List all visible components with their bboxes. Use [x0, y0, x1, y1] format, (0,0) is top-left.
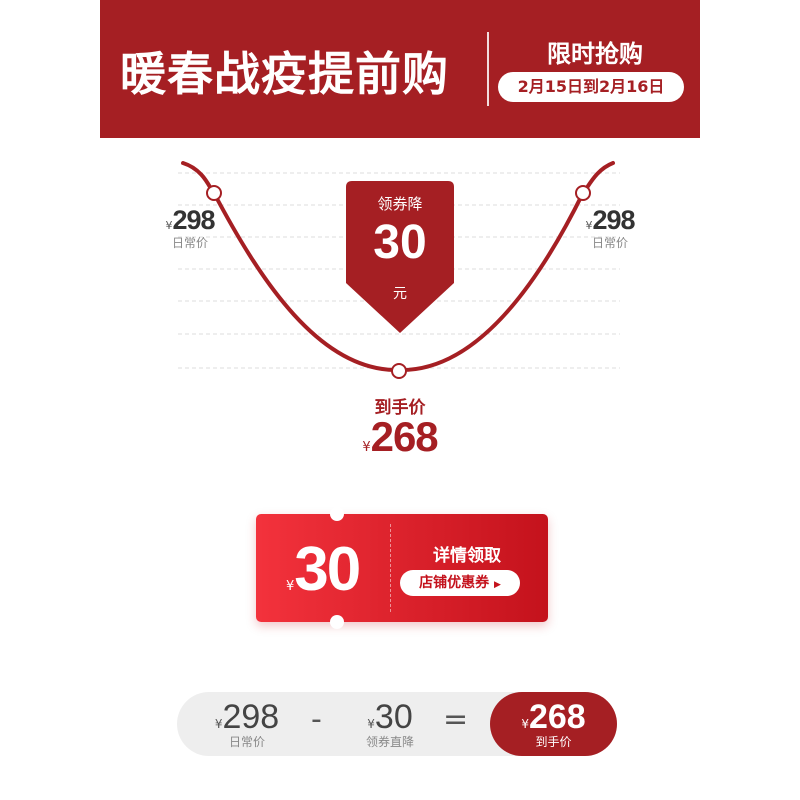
tag-top-label: 领券降 — [377, 195, 423, 213]
left-price-label: 日常价 — [171, 236, 208, 250]
play-arrow-icon: ▶ — [493, 580, 501, 590]
banner-divider — [487, 32, 489, 106]
final-price: ¥268 — [362, 413, 438, 460]
price-equation-bar: ¥298 日常价 - ¥30 领券直降 = ¥268 到手价 — [177, 692, 617, 756]
curve-point-bottom — [391, 363, 407, 379]
coupon-notch-bottom — [330, 615, 344, 629]
tag-amount: 30 — [373, 216, 427, 269]
tag-unit: 元 — [393, 286, 407, 302]
curve-point-right — [575, 185, 591, 201]
coupon-notch-top — [330, 507, 344, 521]
coupon-amount: ¥30 — [286, 535, 361, 604]
right-price-label: 日常价 — [591, 236, 628, 250]
discount-tag: 领券降 30 元 — [346, 181, 454, 333]
equals-sign: = — [443, 702, 469, 737]
coupon-divider — [390, 524, 391, 612]
equation-final-price: ¥268 到手价 — [490, 692, 617, 756]
minus-sign: - — [311, 702, 322, 737]
left-regular-price: ¥298 日常价 — [150, 205, 230, 251]
final-price-label: 到手价 — [374, 398, 426, 418]
header-banner: 暖春战疫提前购 限时抢购 2月15日到2月16日 — [100, 0, 700, 138]
banner-title: 暖春战疫提前购 — [120, 47, 449, 101]
equation-discount: ¥30 领券直降 — [365, 698, 414, 749]
sale-date-badge: 2月15日到2月16日 — [498, 72, 684, 102]
store-coupon[interactable]: ¥30 详情领取 店铺优惠券 ▶ — [256, 514, 548, 622]
curve-point-left — [206, 185, 222, 201]
equation-regular-price: ¥298 日常价 — [214, 698, 280, 749]
claim-coupon-button[interactable]: 店铺优惠券 ▶ — [400, 570, 520, 596]
coupon-detail-label: 详情领取 — [433, 546, 501, 566]
right-regular-price: ¥298 日常价 — [570, 205, 650, 251]
flash-sale-label: 限时抢购 — [547, 40, 643, 68]
